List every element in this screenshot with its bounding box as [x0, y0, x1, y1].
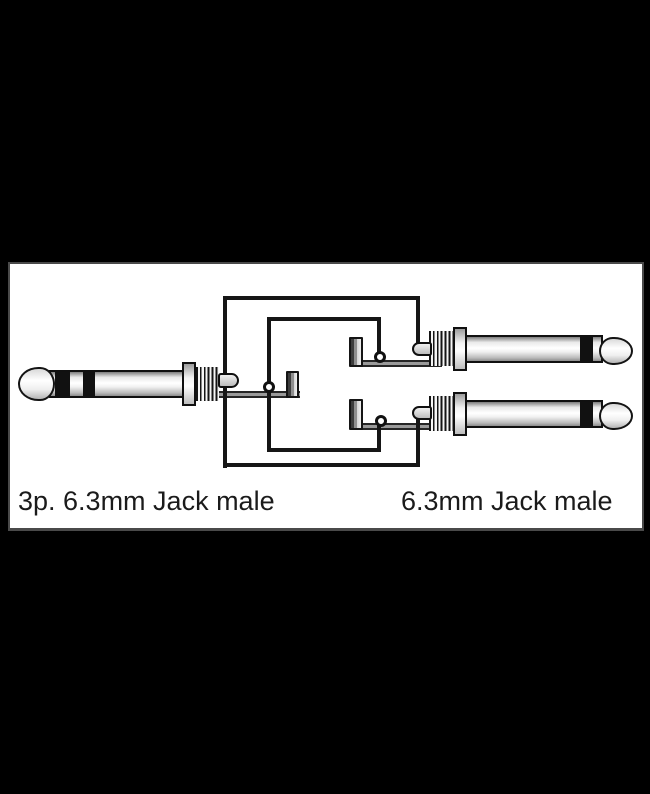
top-jack-tip-lug-flag — [349, 337, 363, 367]
left-jack-sleeve-tab — [218, 373, 239, 388]
bottom-jack-tip-lug-bar — [356, 423, 442, 430]
tip-wire-right-bottom-vertical — [377, 419, 381, 452]
bottom-jack-strain-relief-ribs — [429, 396, 454, 431]
sleeve-wire-right-top-vertical — [416, 296, 420, 350]
diagram-canvas: 3p. 6.3mm Jack male 6.3mm Jack male — [10, 264, 642, 528]
sleeve-wire-bottom-horizontal — [223, 463, 420, 467]
top-jack-tip — [599, 337, 633, 365]
label-right-connectors: 6.3mm Jack male — [401, 486, 613, 516]
left-jack-collar — [182, 362, 196, 406]
stereo-jack-left — [10, 264, 642, 528]
tip-wire-bottom-horizontal — [267, 448, 381, 452]
left-jack-insulator-ring-2 — [83, 372, 95, 396]
left-jack-tip-lug-bar — [210, 391, 300, 398]
tip-wire-top-horizontal — [267, 317, 381, 321]
bottom-jack-insulator-ring — [580, 402, 593, 426]
left-jack-strain-relief-ribs — [196, 367, 219, 401]
top-jack-insulator-ring — [580, 337, 593, 361]
sleeve-wire-top-horizontal — [223, 296, 420, 300]
top-jack-tip-lug-bar — [356, 360, 442, 367]
label-left-connector: 3p. 6.3mm Jack male — [18, 486, 275, 516]
mono-jack-bottom-right — [10, 264, 642, 528]
top-jack-sleeve-tab — [412, 342, 432, 356]
diagram-panel: 3p. 6.3mm Jack male 6.3mm Jack male — [8, 262, 644, 531]
bottom-jack-solder-joint — [375, 415, 387, 427]
left-jack-tip — [18, 367, 55, 401]
bottom-jack-tip-lug-flag — [349, 399, 363, 430]
tip-wire-right-top-vertical — [377, 317, 381, 359]
top-jack-strain-relief-ribs — [429, 331, 454, 366]
bottom-jack-sleeve-tab — [412, 406, 432, 420]
left-jack-shaft — [49, 370, 184, 398]
sleeve-wire-right-bottom-vertical — [416, 412, 420, 467]
top-jack-solder-joint — [374, 351, 386, 363]
left-jack-solder-joint — [263, 381, 275, 393]
bottom-jack-tip — [599, 402, 633, 430]
left-jack-insulator-ring-1 — [55, 372, 70, 396]
left-jack-tip-lug-flag — [286, 371, 299, 398]
mono-jack-top-right — [10, 264, 642, 528]
